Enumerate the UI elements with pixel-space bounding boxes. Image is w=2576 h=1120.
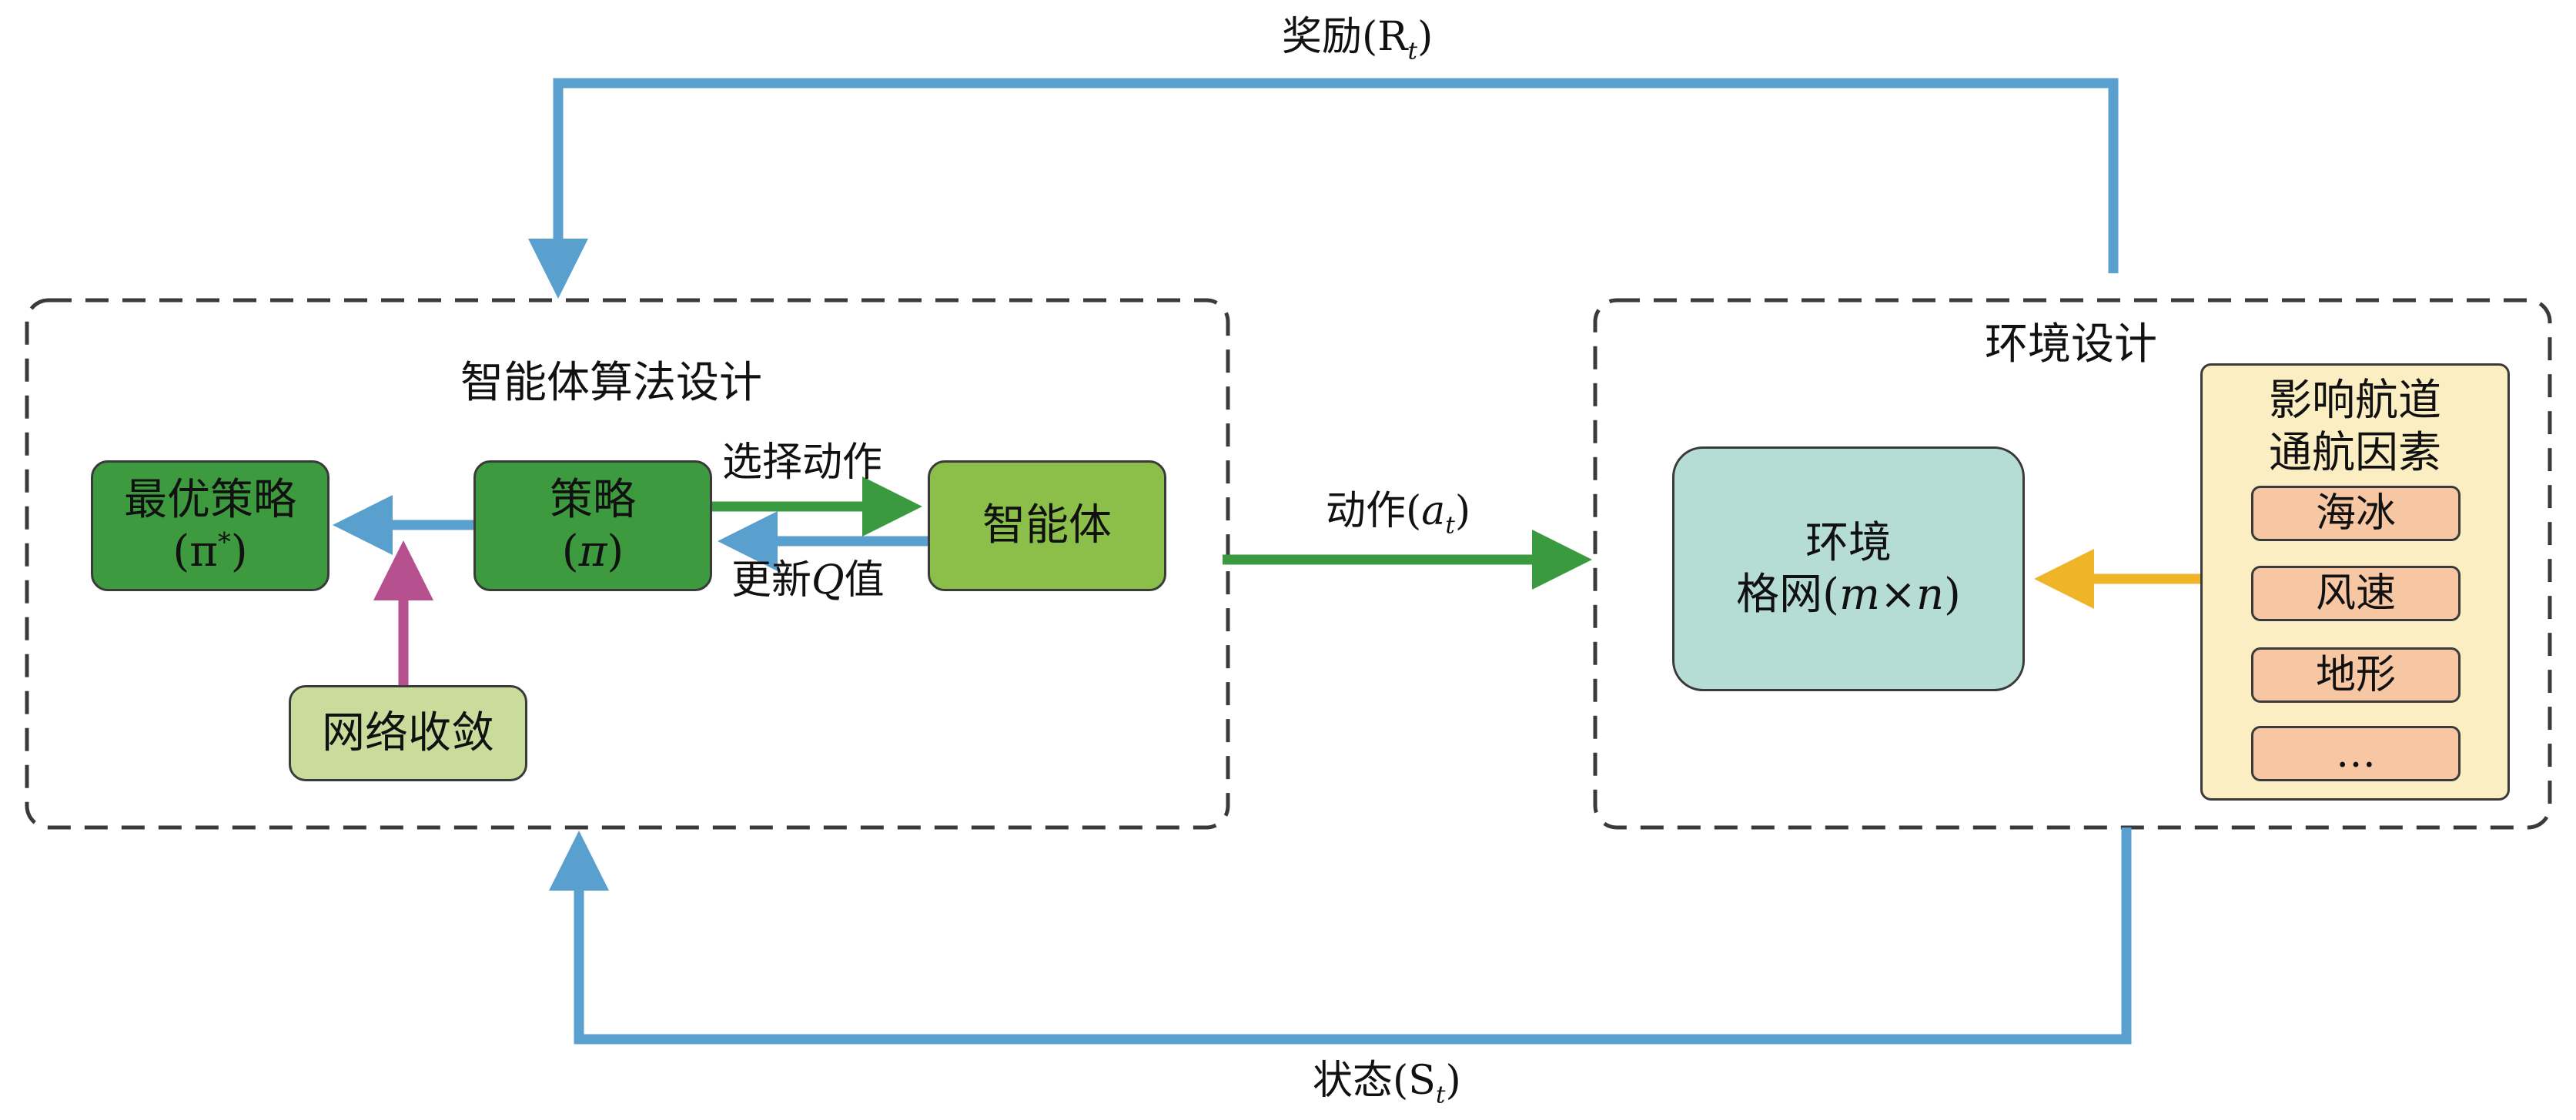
reward-loop-arrow	[528, 78, 2119, 299]
optimal-policy-symbol-sup: *	[218, 527, 231, 557]
state-label-text: 状态(S	[1313, 1058, 1436, 1104]
optimal-policy-symbol: (π*)	[172, 526, 247, 577]
factors-title-line2: 通航因素	[2269, 428, 2441, 478]
factor-sea-ice-label: 海冰	[2315, 490, 2396, 537]
environment-grid-size: 格网(m×n)	[1736, 569, 1961, 620]
factor-item-sea-ice: 海冰	[2251, 486, 2461, 541]
navigation-factors-panel: 影响航道 通航因素 海冰 风速 地形 …	[2200, 363, 2510, 801]
action-label-sub: t	[1445, 511, 1455, 540]
environment-grid-label: 环境	[1805, 517, 1892, 568]
policy-box: 策略 (π)	[473, 460, 712, 591]
grid-size-x: ×	[1880, 570, 1916, 620]
factor-more-label: …	[2336, 730, 2376, 777]
reward-label: 奖励(Rt)	[1282, 14, 1434, 65]
action-label-text: 动作(	[1326, 488, 1422, 534]
agent-design-panel	[25, 298, 1230, 830]
update-q-label-a: 更新	[731, 557, 812, 603]
network-convergence-box: 网络收敛	[289, 685, 527, 781]
policy-symbol-b: )	[607, 527, 624, 577]
factor-terrain-label: 地形	[2315, 651, 2396, 698]
grid-size-m: m	[1838, 570, 1881, 620]
state-label: 状态(St)	[1313, 1058, 1461, 1109]
reward-label-sub: t	[1407, 37, 1417, 65]
update-q-label: 更新Q值	[731, 560, 885, 600]
policy-symbol: (π)	[562, 526, 624, 577]
factor-item-terrain: 地形	[2251, 647, 2461, 703]
agent-box: 智能体	[928, 460, 1166, 591]
select-action-label: 选择动作	[722, 440, 883, 486]
environment-grid-box: 环境 格网(m×n)	[1672, 446, 2025, 691]
action-label-a: a	[1421, 488, 1446, 534]
optimal-policy-box: 最优策略 (π*)	[91, 460, 330, 591]
action-label-close: )	[1454, 488, 1471, 534]
factors-title-line1: 影响航道	[2269, 376, 2441, 426]
network-convergence-label: 网络收敛	[322, 707, 494, 758]
environment-panel-title: 环境设计	[1985, 319, 2157, 369]
factor-item-wind-speed: 风速	[2251, 566, 2461, 621]
state-label-sub: t	[1435, 1081, 1446, 1109]
policy-symbol-pi: π	[578, 527, 607, 577]
optimal-policy-label: 最优策略	[124, 474, 296, 525]
environment-design-panel	[1593, 298, 2552, 830]
factor-wind-speed-label: 风速	[2315, 570, 2396, 617]
reward-label-text: 奖励(R	[1282, 14, 1408, 60]
grid-size-a: 格网(	[1736, 570, 1839, 620]
grid-size-n: n	[1915, 570, 1945, 620]
agent-panel-title: 智能体算法设计	[460, 358, 762, 408]
update-q-label-q: Q	[811, 557, 845, 603]
policy-label: 策略	[550, 474, 636, 525]
action-label: 动作(at)	[1326, 491, 1470, 538]
agent-label: 智能体	[982, 500, 1112, 551]
factor-item-more: …	[2251, 726, 2461, 781]
update-q-label-b: 值	[844, 557, 885, 603]
policy-symbol-a: (	[561, 527, 579, 577]
grid-size-b: )	[1944, 570, 1961, 620]
optimal-policy-symbol-a: (π	[172, 527, 218, 577]
optimal-policy-symbol-b: )	[230, 527, 248, 577]
state-loop-arrow	[549, 827, 2132, 1045]
